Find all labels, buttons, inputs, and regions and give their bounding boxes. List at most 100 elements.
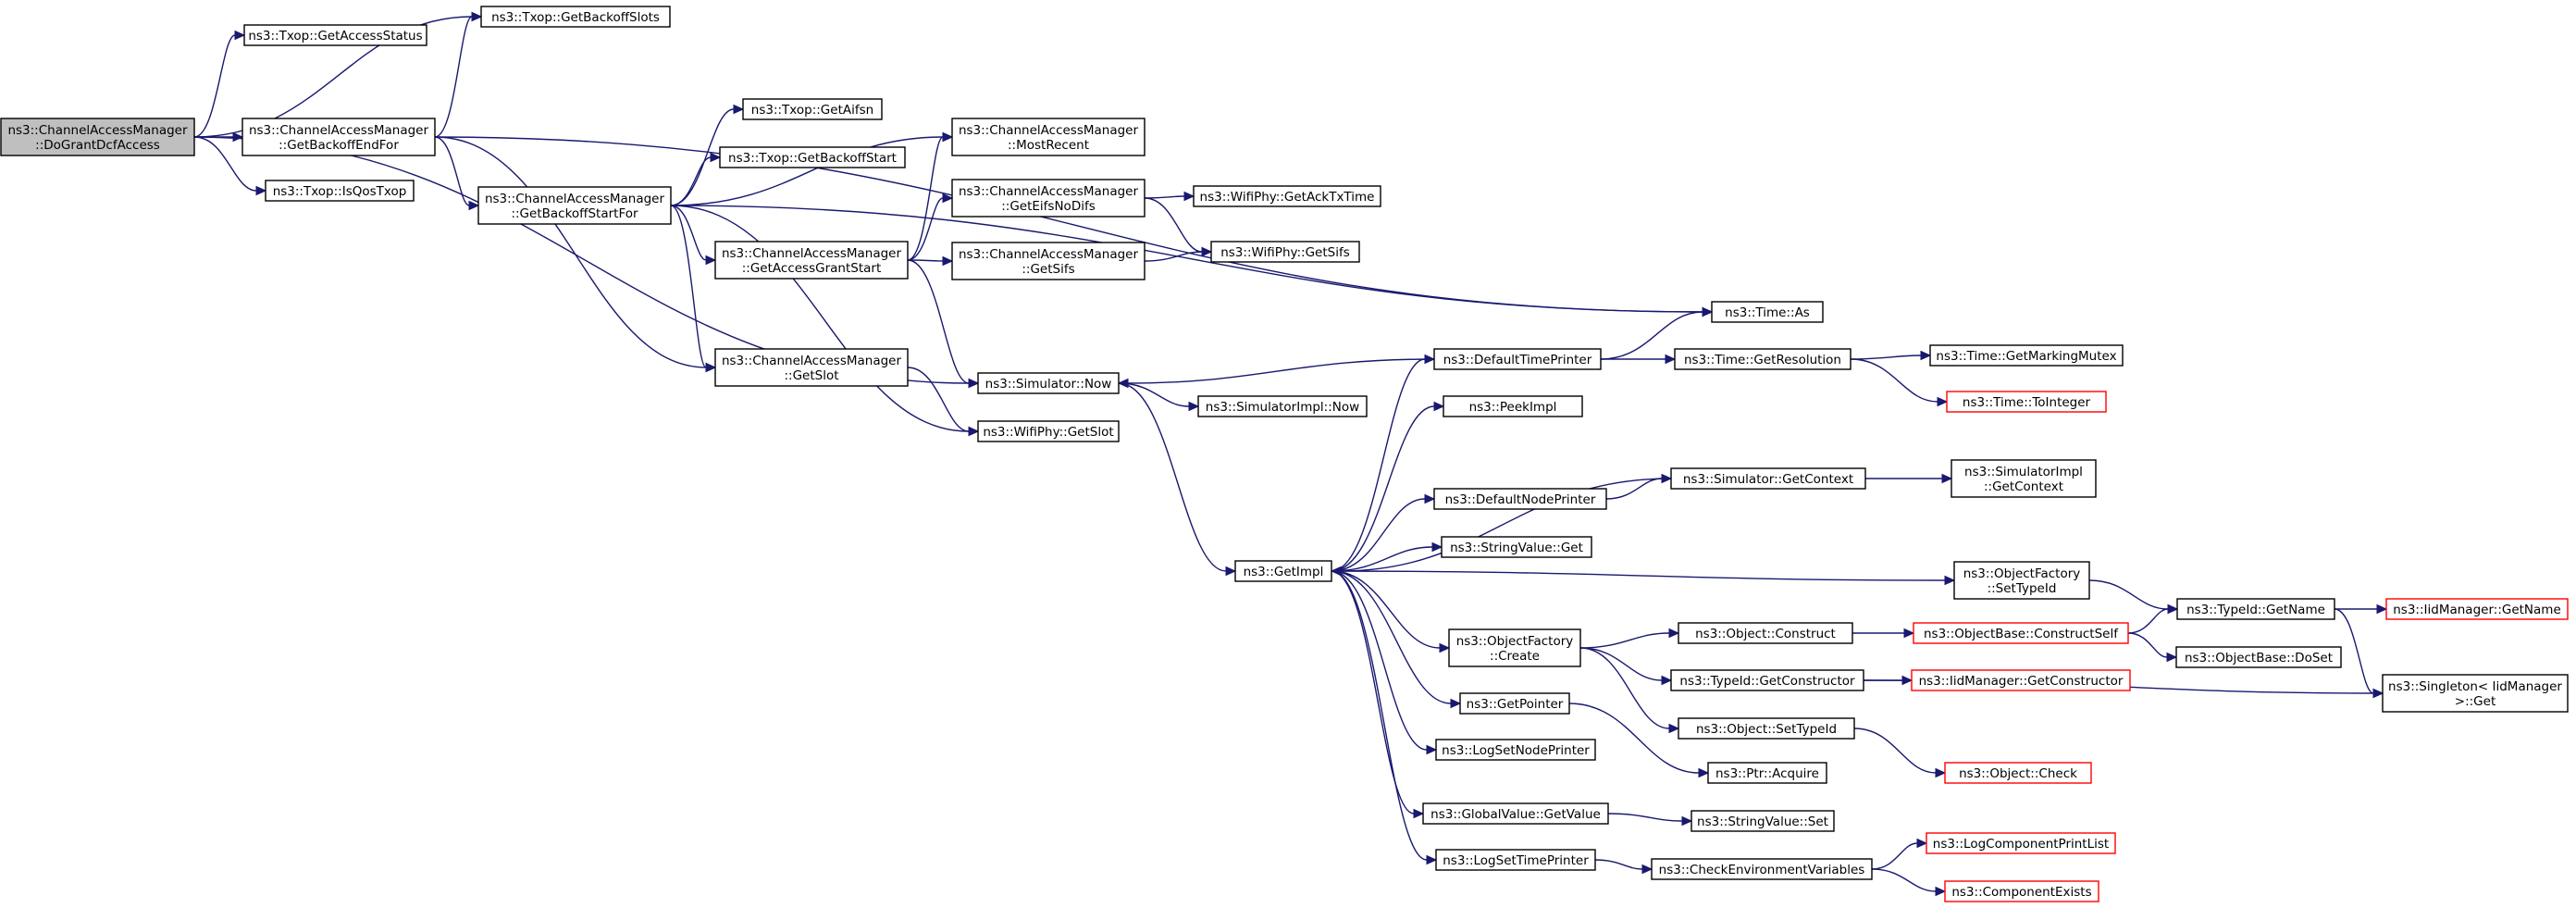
node-getSifs[interactable]: ns3::ChannelAccessManager::GetSifs xyxy=(951,242,1146,280)
node-typeIdGetName[interactable]: ns3::TypeId::GetName xyxy=(2176,598,2335,620)
arrow-head-icon xyxy=(1944,575,1956,586)
edge-line xyxy=(1579,647,1663,681)
node-stringValueGet[interactable]: ns3::StringValue::Get xyxy=(1441,536,1592,558)
node-box xyxy=(1433,348,1602,370)
node-getAifsn[interactable]: ns3::Txop::GetAifsn xyxy=(742,98,883,120)
arrow-head-icon xyxy=(1183,191,1195,202)
node-doSet[interactable]: ns3::ObjectBase::DoSet xyxy=(2175,646,2342,668)
node-getMarkingMutex[interactable]: ns3::Time::GetMarkingMutex xyxy=(1929,344,2124,367)
node-getEifsNoDifs[interactable]: ns3::ChannelAccessManager::GetEifsNoDifs xyxy=(951,179,1146,218)
node-getResolution[interactable]: ns3::Time::GetResolution xyxy=(1674,348,1852,370)
edge-getSifs-to-phyGetSifs xyxy=(1144,246,1213,262)
edge-line xyxy=(670,205,707,368)
node-box xyxy=(1944,880,2099,902)
node-isQosTxop[interactable]: ns3::Txop::IsQosTxop xyxy=(265,180,415,202)
node-peekImpl[interactable]: ns3::PeekImpl xyxy=(1443,395,1583,417)
arrow-head-icon xyxy=(255,185,267,196)
node-box xyxy=(2176,598,2335,620)
node-simNow[interactable]: ns3::Simulator::Now xyxy=(977,372,1120,394)
edge-line xyxy=(1127,358,1435,384)
node-simImplGetContext[interactable]: ns3::SimulatorImpl::GetContext xyxy=(1951,459,2097,498)
edge-line xyxy=(907,197,944,261)
node-box xyxy=(2385,598,2569,620)
node-box xyxy=(1929,344,2124,367)
node-getImpl[interactable]: ns3::GetImpl xyxy=(1234,560,1332,582)
node-phyGetSifs[interactable]: ns3::WifiPhy::GetSifs xyxy=(1210,241,1360,263)
node-defaultTimePrinter[interactable]: ns3::DefaultTimePrinter xyxy=(1433,348,1602,370)
node-mostRecent[interactable]: ns3::ChannelAccessManager::MostRecent xyxy=(951,118,1146,156)
node-logSetNodePrinter[interactable]: ns3::LogSetNodePrinter xyxy=(1435,739,1596,761)
node-label: ::GetContext xyxy=(1984,479,2063,494)
node-getPointer[interactable]: ns3::GetPointer xyxy=(1459,692,1570,715)
node-box xyxy=(1443,395,1583,417)
edge-getSlot-to-phyGetSlot xyxy=(907,367,980,437)
node-iidGetName[interactable]: ns3::IidManager::GetName xyxy=(2385,598,2569,620)
node-logComponentPrintList[interactable]: ns3::LogComponentPrintList xyxy=(1926,832,2116,854)
node-objectCheck[interactable]: ns3::Object::Check xyxy=(1944,762,2092,784)
arrow-head-icon xyxy=(1702,306,1714,317)
node-getConstructor[interactable]: ns3::TypeId::GetConstructor xyxy=(1670,669,1864,691)
node-box xyxy=(1946,391,2107,413)
node-label: ns3::Txop::GetAifsn xyxy=(751,103,873,118)
edge-getImpl-to-logSetTimePrinter xyxy=(1331,570,1438,865)
node-checkEnv[interactable]: ns3::CheckEnvironmentVariables xyxy=(1651,858,1873,880)
node-getBackoffStart[interactable]: ns3::Txop::GetBackoffStart xyxy=(719,146,906,168)
node-constructSelf[interactable]: ns3::ObjectBase::ConstructSelf xyxy=(1913,622,2129,644)
node-globalGetValue[interactable]: ns3::GlobalValue::GetValue xyxy=(1422,802,1609,825)
node-label: ns3::ChannelAccessManager xyxy=(959,247,1139,262)
node-root[interactable]: ns3::ChannelAccessManager::DoGrantDcfAcc… xyxy=(0,118,195,156)
edge-line xyxy=(670,205,707,261)
edge-objectSetTypeId-to-objectCheck xyxy=(1853,728,1947,778)
node-getAccessStatus[interactable]: ns3::Txop::GetAccessStatus xyxy=(243,24,427,46)
arrow-head-icon xyxy=(471,11,483,22)
node-box xyxy=(742,98,883,120)
node-getBackoffStartFor[interactable]: ns3::ChannelAccessManager::GetBackoffSta… xyxy=(477,186,672,225)
node-iidGetConstructor[interactable]: ns3::IidManager::GetConstructor xyxy=(1911,669,2131,691)
node-timeAs[interactable]: ns3::Time::As xyxy=(1711,301,1824,323)
node-getSlot[interactable]: ns3::ChannelAccessManager::GetSlot xyxy=(714,348,909,387)
edge-line xyxy=(1331,570,1415,815)
node-objectSetTypeId[interactable]: ns3::Object::SetTypeId xyxy=(1678,717,1855,740)
node-getBackoffEndFor[interactable]: ns3::ChannelAccessManager::GetBackoffEnd… xyxy=(242,118,436,156)
node-box xyxy=(1433,488,1607,510)
node-simImplNow[interactable]: ns3::SimulatorImpl::Now xyxy=(1197,395,1368,417)
arrow-head-icon xyxy=(1661,473,1673,484)
node-box xyxy=(1651,858,1873,880)
edge-line xyxy=(434,136,707,368)
arrow-head-icon xyxy=(232,131,244,143)
node-getAccessGrantStart[interactable]: ns3::ChannelAccessManager::GetAccessGran… xyxy=(714,241,909,280)
node-toInteger[interactable]: ns3::Time::ToInteger xyxy=(1946,391,2107,413)
node-stringValueSet[interactable]: ns3::StringValue::Set xyxy=(1690,810,1835,832)
edge-getBackoffEndFor-to-getBackoffStartFor xyxy=(434,136,480,211)
node-label: ns3::TypeId::GetName xyxy=(2186,603,2325,617)
node-defaultNodePrinter[interactable]: ns3::DefaultNodePrinter xyxy=(1433,488,1607,510)
node-box xyxy=(1951,459,2097,498)
node-ptrAcquire[interactable]: ns3::Ptr::Acquire xyxy=(1707,762,1827,784)
node-box xyxy=(1670,669,1864,691)
node-ofCreate[interactable]: ns3::ObjectFactory::Create xyxy=(1448,628,1581,667)
node-label: ns3::GetImpl xyxy=(1244,565,1324,579)
node-label: ns3::Txop::IsQosTxop xyxy=(273,184,407,199)
node-getBackoffSlots[interactable]: ns3::Txop::GetBackoffSlots xyxy=(480,6,671,28)
edge-line xyxy=(1850,354,1922,360)
node-phyGetSlot[interactable]: ns3::WifiPhy::GetSlot xyxy=(977,420,1120,442)
node-singletonGet[interactable]: ns3::Singleton< IidManager >::Get xyxy=(2382,674,2569,713)
node-simGetContext[interactable]: ns3::Simulator::GetContext xyxy=(1670,467,1866,490)
node-getAckTxTime[interactable]: ns3::WifiPhy::GetAckTxTime xyxy=(1193,185,1381,207)
node-label: ns3::Txop::GetBackoffStart xyxy=(728,151,897,166)
node-setTypeId[interactable]: ns3::ObjectFactory::SetTypeId xyxy=(1953,561,2090,600)
node-box xyxy=(1707,762,1827,784)
node-label: ns3::LogComponentPrintList xyxy=(1933,837,2109,852)
node-label: ns3::ChannelAccessManager xyxy=(249,123,429,138)
edge-typeIdGetName-to-iidGetName xyxy=(2334,603,2388,615)
edge-line xyxy=(193,16,473,138)
node-label: ns3::TypeId::GetConstructor xyxy=(1679,674,1855,689)
node-objectConstruct[interactable]: ns3::Object::Construct xyxy=(1678,622,1853,644)
node-componentExists[interactable]: ns3::ComponentExists xyxy=(1944,880,2099,902)
node-logSetTimePrinter[interactable]: ns3::LogSetTimePrinter xyxy=(1435,849,1596,871)
node-label: ::SetTypeId xyxy=(1988,581,2057,596)
node-box xyxy=(1953,561,2090,600)
arrow-head-icon xyxy=(2167,603,2179,615)
node-box xyxy=(265,180,415,202)
arrow-head-icon xyxy=(1903,628,1915,639)
